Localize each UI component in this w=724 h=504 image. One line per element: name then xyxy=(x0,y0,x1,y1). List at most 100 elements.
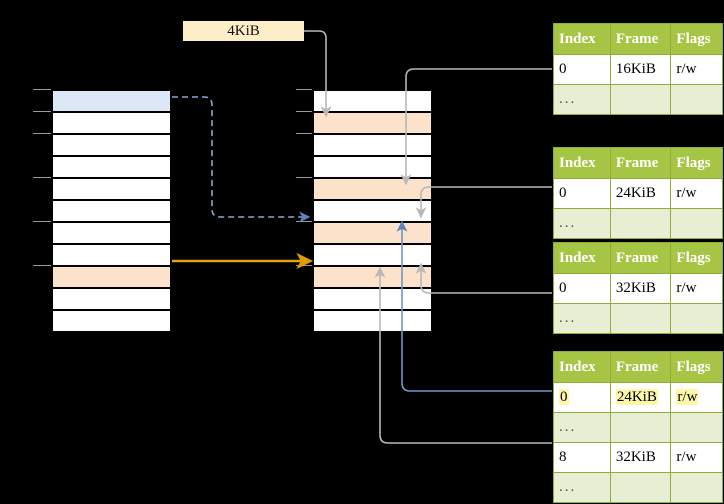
virtual-page-row xyxy=(52,134,171,156)
cell-flags xyxy=(670,303,723,334)
virtual-page-tick xyxy=(33,177,51,178)
physical-frame-tick xyxy=(296,177,312,178)
cell-frame: 16KiB xyxy=(609,54,672,85)
virtual-page-row xyxy=(52,156,171,178)
virtual-page-tick xyxy=(33,89,51,90)
cell-frame: 32KiB xyxy=(609,273,672,304)
column-header-frame: Frame xyxy=(609,242,672,274)
virtual-page-row xyxy=(52,200,171,222)
cell-frame: 24KiB xyxy=(609,178,672,209)
column-header-index: Index xyxy=(553,147,611,179)
physical-frame-row xyxy=(313,288,432,310)
virtual-page-row xyxy=(52,222,171,244)
wire-table2-frame-to-memory xyxy=(415,186,552,219)
physical-frame-row xyxy=(313,200,432,222)
physical-frame-row xyxy=(313,266,432,288)
physical-frame-tick xyxy=(296,111,312,112)
physical-frame-row xyxy=(313,244,432,266)
column-header-index: Index xyxy=(553,242,611,274)
cell-flags xyxy=(670,472,723,503)
physical-frame-tick xyxy=(296,133,312,134)
physical-frame-row xyxy=(313,90,432,112)
table-row[interactable]: ... xyxy=(553,472,723,503)
column-header-index: Index xyxy=(553,23,611,55)
cell-flags: r/w xyxy=(670,178,723,209)
physical-memory-column xyxy=(312,89,433,332)
cell-flags xyxy=(670,208,723,239)
cell-flags: r/w xyxy=(670,382,723,413)
virtual-page-row xyxy=(52,288,171,310)
highlighted-value: 0 xyxy=(559,389,569,405)
column-header-frame: Frame xyxy=(609,147,672,179)
cell-frame: 24KiB xyxy=(609,382,672,413)
table-row[interactable]: ... xyxy=(553,303,723,334)
cell-flags: r/w xyxy=(670,273,723,304)
virtual-page-tick xyxy=(33,111,51,112)
highlighted-value: r/w xyxy=(676,389,699,405)
cell-frame xyxy=(609,208,672,239)
physical-frame-tick xyxy=(296,221,312,222)
column-header-flags: Flags xyxy=(670,23,723,55)
cell-frame xyxy=(609,84,672,115)
virtual-page-tick xyxy=(33,221,51,222)
cell-frame: 32KiB xyxy=(609,442,672,473)
physical-frame-row xyxy=(313,156,432,178)
cell-index: 0 xyxy=(553,54,611,85)
cell-index: ... xyxy=(553,208,611,239)
cell-frame xyxy=(609,472,672,503)
cell-flags xyxy=(670,412,723,443)
cell-index: ... xyxy=(553,472,611,503)
table-row[interactable]: ... xyxy=(553,84,723,115)
virtual-page-tick xyxy=(33,265,51,266)
physical-frame-tick xyxy=(296,265,312,266)
column-header-index: Index xyxy=(553,351,611,383)
column-header-flags: Flags xyxy=(670,147,723,179)
virtual-page-row xyxy=(52,244,171,266)
column-header-flags: Flags xyxy=(670,351,723,383)
virtual-page-row xyxy=(52,112,171,134)
table-row[interactable]: ... xyxy=(553,412,723,443)
cell-index: ... xyxy=(553,303,611,334)
column-header-frame: Frame xyxy=(609,23,672,55)
virtual-page-row xyxy=(52,310,171,332)
physical-frame-row xyxy=(313,222,432,244)
cell-frame xyxy=(609,303,672,334)
cell-index: 0 xyxy=(553,273,611,304)
physical-frame-row xyxy=(313,112,432,134)
virtual-address-space-column xyxy=(51,89,172,332)
virtual-page-tick xyxy=(33,133,51,134)
cell-flags: r/w xyxy=(670,54,723,85)
wire-table3-frame-to-memory xyxy=(415,262,552,294)
column-header-frame: Frame xyxy=(609,351,672,383)
cell-flags xyxy=(670,84,723,115)
physical-frame-tick xyxy=(296,89,312,90)
physical-frame-row xyxy=(313,178,432,200)
virtual-page-row xyxy=(52,90,171,112)
physical-frame-row xyxy=(313,310,432,332)
virtual-page-row xyxy=(52,266,171,288)
cell-flags: r/w xyxy=(670,442,723,473)
column-header-flags: Flags xyxy=(670,242,723,274)
cell-index: 0 xyxy=(553,178,611,209)
table-row[interactable]: ... xyxy=(553,208,723,239)
physical-frame-row xyxy=(313,134,432,156)
cell-index: 0 xyxy=(553,382,611,413)
